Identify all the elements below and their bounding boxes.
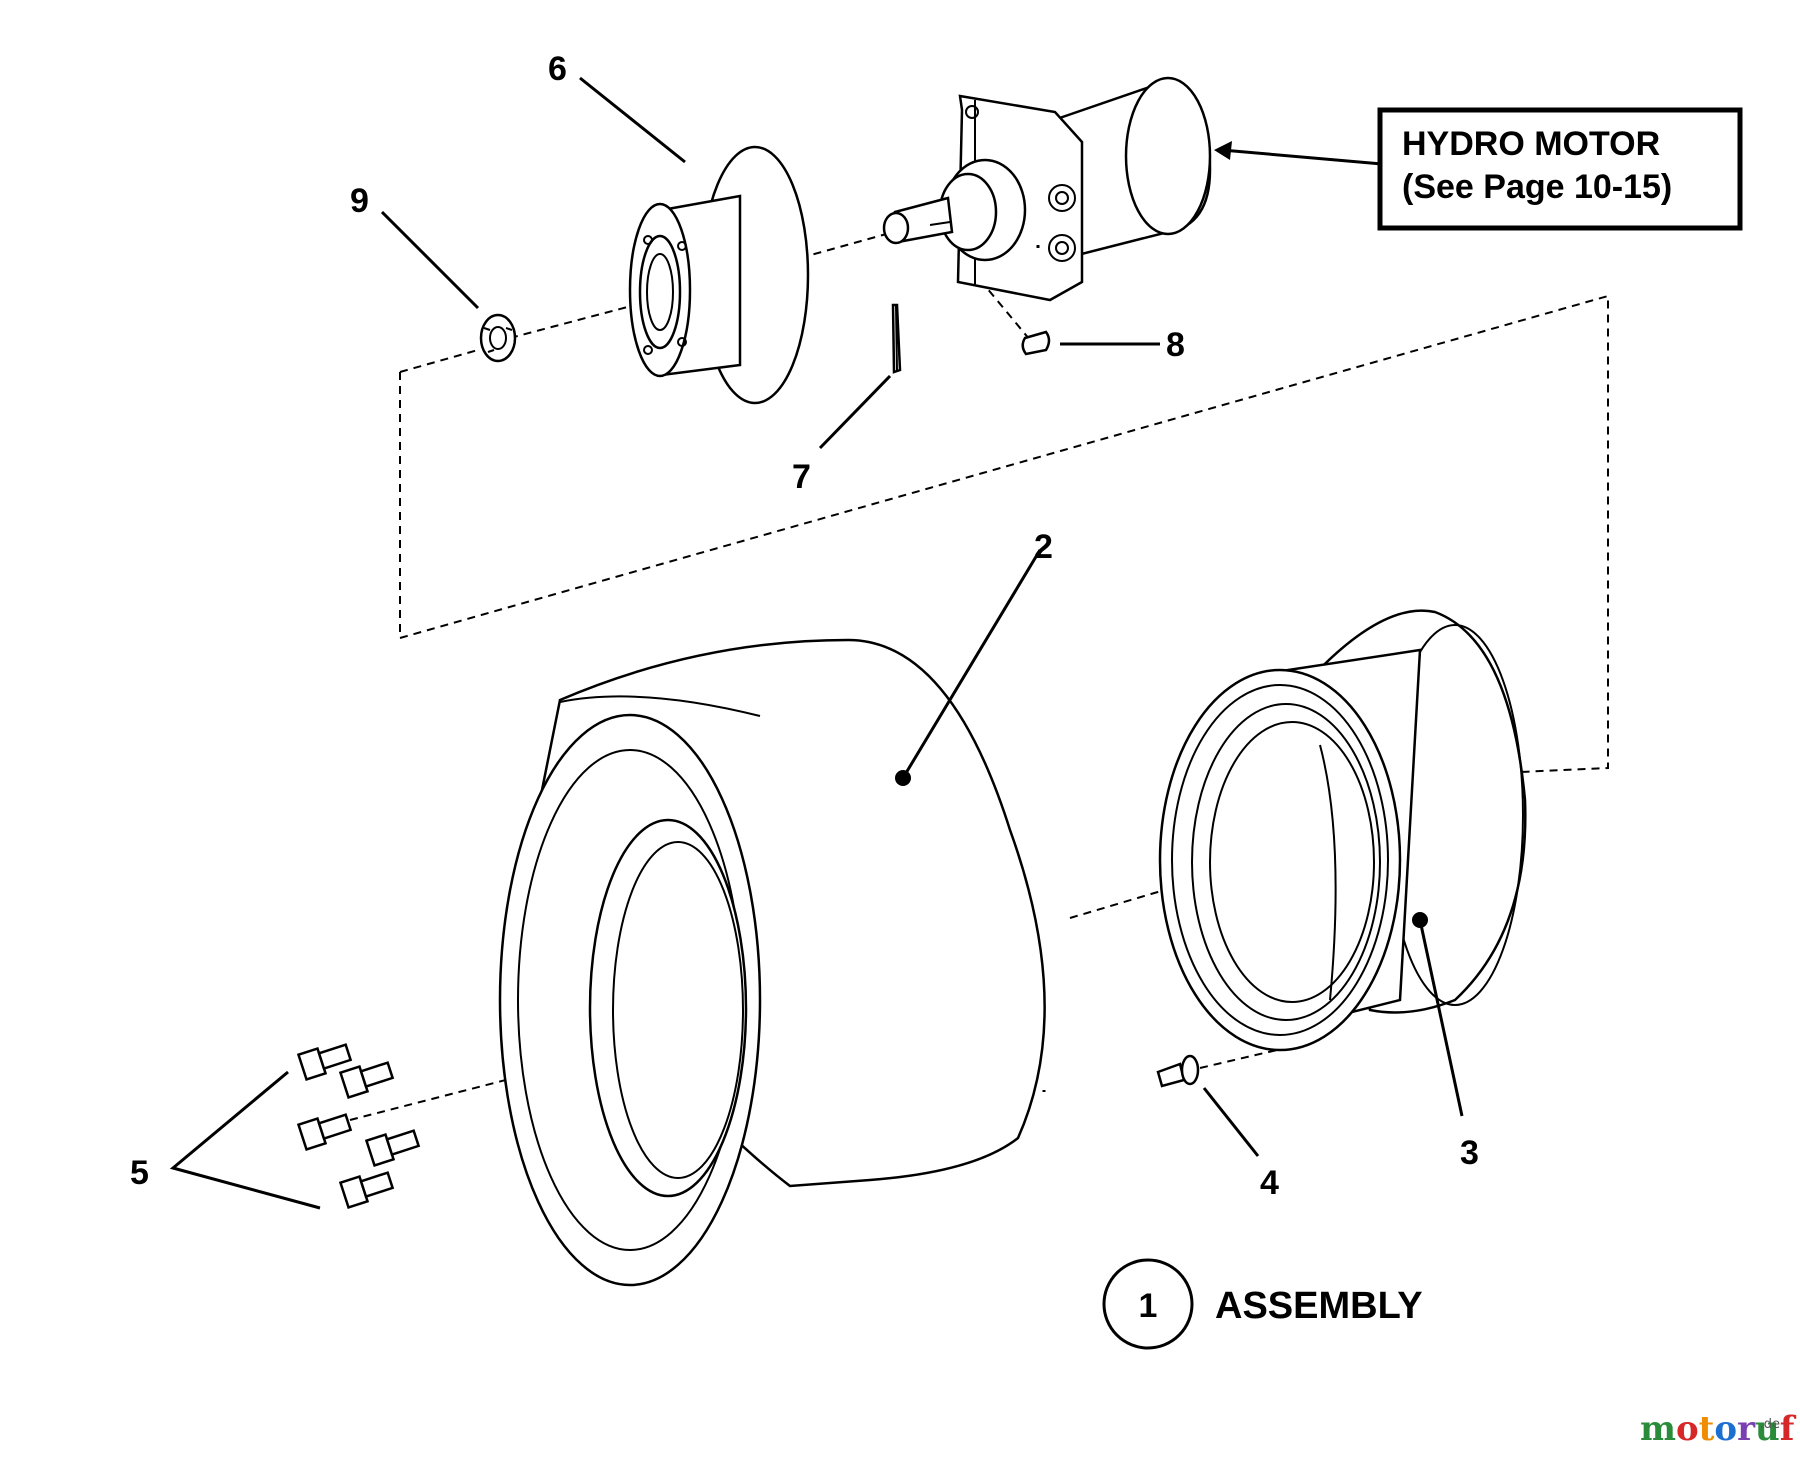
lug-bolts [296,1043,421,1210]
callout-2: 2 [1034,528,1053,566]
hydro-box-line2: (See Page 10-15) [1402,168,1672,206]
hydro-motor-reference-box: HYDRO MOTOR (See Page 10-15) [1377,107,1743,231]
lug-bolt [364,1129,421,1168]
watermark-suffix: .de [1760,1417,1780,1432]
callout-4: 4 [1260,1164,1279,1202]
lug-bolt [338,1171,395,1210]
hydro-motor [882,76,1212,302]
callout-7: 7 [792,458,811,496]
watermark-letter: f [1780,1409,1797,1449]
cotter-pin [891,303,902,374]
assembly-label: ASSEMBLY [1215,1285,1423,1327]
callout-numbers: 6 9 8 7 2 3 4 5 [130,50,1479,1202]
callout-5: 5 [130,1154,149,1192]
watermark-letter: o [1676,1409,1699,1449]
key [1021,330,1051,356]
hub [628,145,810,405]
watermark-letter: m [1640,1409,1676,1449]
leader-lines [169,76,1464,1210]
watermark-letter: t [1699,1409,1715,1449]
callout-3: 3 [1460,1134,1479,1172]
lug-bolt [296,1113,353,1152]
callout-6: 6 [548,50,567,88]
callout-8: 8 [1166,326,1185,364]
lug-bolt [296,1043,353,1082]
lug-bolt [338,1061,395,1100]
hydro-box-line1: HYDRO MOTOR [1402,125,1660,163]
watermark-main: motoruf [1640,1409,1797,1449]
castle-nut [479,313,517,363]
watermark-letter: o [1714,1409,1737,1449]
rim [1158,609,1527,1052]
callout-9: 9 [350,182,369,220]
tire [498,638,1046,1287]
watermark-letter: r [1737,1409,1756,1449]
watermark: motoruf .de [1640,1409,1797,1449]
callout-1: 1 [1139,1287,1158,1325]
assembly-callout-circle [1102,1258,1194,1350]
assembly-legend: 1 ASSEMBLY [1102,1258,1423,1350]
watermark-letter: u [1755,1409,1780,1449]
valve-stem [1156,1054,1200,1088]
